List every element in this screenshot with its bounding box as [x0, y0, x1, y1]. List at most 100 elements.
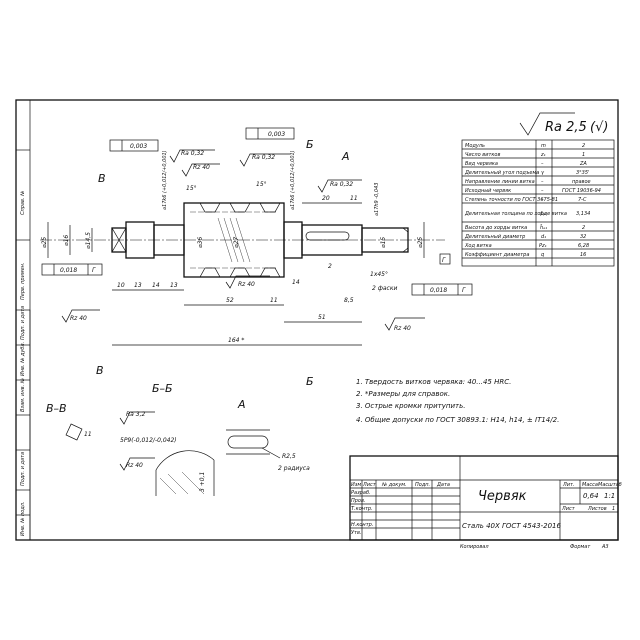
- part-title: Червяк: [478, 489, 527, 504]
- param-sym-8: h̄ₐ₁: [540, 224, 547, 231]
- side-stamp-3: Подп. и дата: [20, 306, 26, 340]
- dim-10: 10: [117, 282, 125, 289]
- roughness-main: Ra 2,5: [545, 120, 587, 135]
- param-sym-9: d₁: [541, 234, 546, 240]
- dim-d27: ⌀27: [233, 237, 240, 248]
- ra-032-a: Ra 0,32: [181, 150, 204, 157]
- dim-52: 52: [226, 297, 234, 304]
- param-val-9: 32: [580, 234, 586, 240]
- part-material: Сталь 40Х ГОСТ 4543-2016: [462, 522, 562, 530]
- dim-14b: 14: [292, 279, 300, 286]
- mark-b-bottom: Б: [306, 375, 314, 388]
- tb-row-1: Пров.: [351, 498, 366, 504]
- dim-d15: ⌀15: [380, 237, 387, 248]
- param-sym-10: Pz₁: [539, 243, 547, 249]
- param-val-2: ZA: [579, 161, 587, 167]
- param-sym-11: q: [541, 252, 544, 258]
- ra-032-b: Ra 0,32: [252, 154, 275, 161]
- param-name-1: Число витков: [465, 152, 500, 158]
- param-val-6: 7-С: [578, 197, 587, 203]
- dim-d14_5: ⌀14,5: [85, 232, 92, 249]
- dim-11: 11: [270, 297, 278, 304]
- tb-row-0: Разраб.: [351, 490, 371, 496]
- dim-chamfer2: 2 фаски: [372, 285, 397, 292]
- gtol-2: 0,003: [268, 131, 285, 138]
- param-val-0: 2: [582, 143, 585, 149]
- tol-right2: ⌀17h9 -0,043: [374, 183, 380, 216]
- runout-1: 0,018: [60, 267, 77, 274]
- param-sym-0: m: [541, 143, 546, 149]
- runout-2: 0,018: [430, 287, 447, 294]
- format-value: A3: [601, 544, 609, 550]
- mark-a-top: А: [341, 150, 350, 163]
- side-stamp: Перв. примен. Справ. № Подп. и дата Инв.…: [15, 149, 31, 541]
- sheet-label: Лист: [561, 506, 576, 512]
- roughness-other: (√): [590, 120, 608, 135]
- note-3: 3. Острые кромки притупить.: [356, 402, 465, 410]
- note-2: 2. *Размеры для справок.: [356, 390, 450, 398]
- param-sym-3: γ: [541, 170, 545, 176]
- outer-frame: [15, 99, 619, 541]
- view-a-label: А: [237, 398, 246, 411]
- param-name-10: Ход витка: [464, 243, 492, 249]
- ra-032-c: Ra 0,32: [330, 181, 353, 188]
- datum-g-3: Г: [442, 257, 446, 264]
- note-4: 4. Общие допуски по ГОСТ 30893.1: H14, h…: [356, 416, 559, 424]
- param-val-5: ГОСТ 19036-94: [562, 188, 601, 194]
- section-depth: 3 +0,1: [199, 472, 206, 492]
- mass-label: Масса: [582, 482, 598, 488]
- datum-g-2: Г: [462, 287, 466, 294]
- param-val-7: 3,134: [576, 211, 590, 217]
- scale-label: Масштаб: [598, 482, 622, 488]
- section-flat: 11: [84, 431, 92, 438]
- tb-col-4: Дата: [436, 482, 450, 488]
- ang-15a: 15°: [186, 185, 197, 192]
- section-keyway: 5P9(-0,012/-0,042): [120, 437, 177, 444]
- note-1: 1. Твердость витков червяка: 40...45 HRC…: [356, 378, 511, 386]
- section-ra32: Ra 3,2: [126, 411, 145, 418]
- tb-col-1: Лист: [362, 482, 377, 488]
- rz-40-c: Rz 40: [70, 315, 87, 322]
- side-stamp-4: Инв. № дубл.: [20, 342, 26, 376]
- side-stamp-2: Справ. №: [20, 191, 26, 215]
- dim-164: 164 *: [228, 337, 244, 344]
- tb-col-2: № докум.: [381, 482, 407, 488]
- param-name-5: Исходный червяк: [465, 188, 511, 194]
- param-name-6: Степень точности по ГОСТ 3675-81: [465, 197, 558, 203]
- worm-thread: [190, 202, 281, 278]
- parameter-table: Модуль m 2 Число витков z₁ 1 Вид червяка…: [461, 139, 615, 267]
- param-val-8: 2: [582, 225, 585, 231]
- ang-15b: 15°: [256, 181, 267, 188]
- param-val-11: 16: [580, 252, 586, 258]
- rz-40-d: Rz 40: [394, 325, 411, 332]
- param-sym-7: s̄ₐ₁: [540, 211, 547, 217]
- param-name-0: Модуль: [465, 143, 485, 149]
- section-bb-label: Б–Б: [152, 382, 173, 395]
- datum-g-1: Г: [92, 267, 96, 274]
- tb-row-2: Т.контр.: [351, 506, 373, 512]
- sheets-label: Листов: [587, 506, 607, 512]
- side-stamp-5: Взам. инв. №: [20, 378, 26, 412]
- dim-13a: 13: [134, 282, 142, 289]
- dim-51: 51: [318, 314, 326, 321]
- param-sym-6: –: [541, 197, 544, 203]
- general-roughness: Ra 2,5 (√): [519, 112, 608, 136]
- param-name-9: Делительный диаметр: [464, 234, 525, 240]
- param-sym-1: z₁: [540, 152, 546, 158]
- lit-label: Лит.: [562, 482, 575, 488]
- dim-d36: ⌀36: [197, 237, 204, 248]
- dim-11b: 11: [350, 195, 358, 202]
- param-sym-2: –: [541, 161, 544, 167]
- title-block: Изм Лист № докум. Подп. Дата Разраб. Про…: [349, 455, 622, 541]
- sheets-value: 1: [612, 506, 615, 512]
- param-name-8: Высота до хорды витка: [465, 225, 527, 231]
- param-val-10: 6,28: [578, 243, 589, 249]
- section-views: В–В 11 Б–Б Ra 3,2 5P9(-0,012/-0,042) Rz …: [46, 382, 310, 496]
- tb-row-5: Утв.: [351, 530, 362, 536]
- technical-notes: 1. Твердость витков червяка: 40...45 HRC…: [356, 378, 559, 424]
- param-name-4: Направление линии витка: [465, 179, 535, 185]
- dim-d16: ⌀16: [63, 235, 70, 246]
- mark-b-top: Б: [306, 138, 314, 151]
- tb-row-4: Н.контр.: [351, 522, 373, 528]
